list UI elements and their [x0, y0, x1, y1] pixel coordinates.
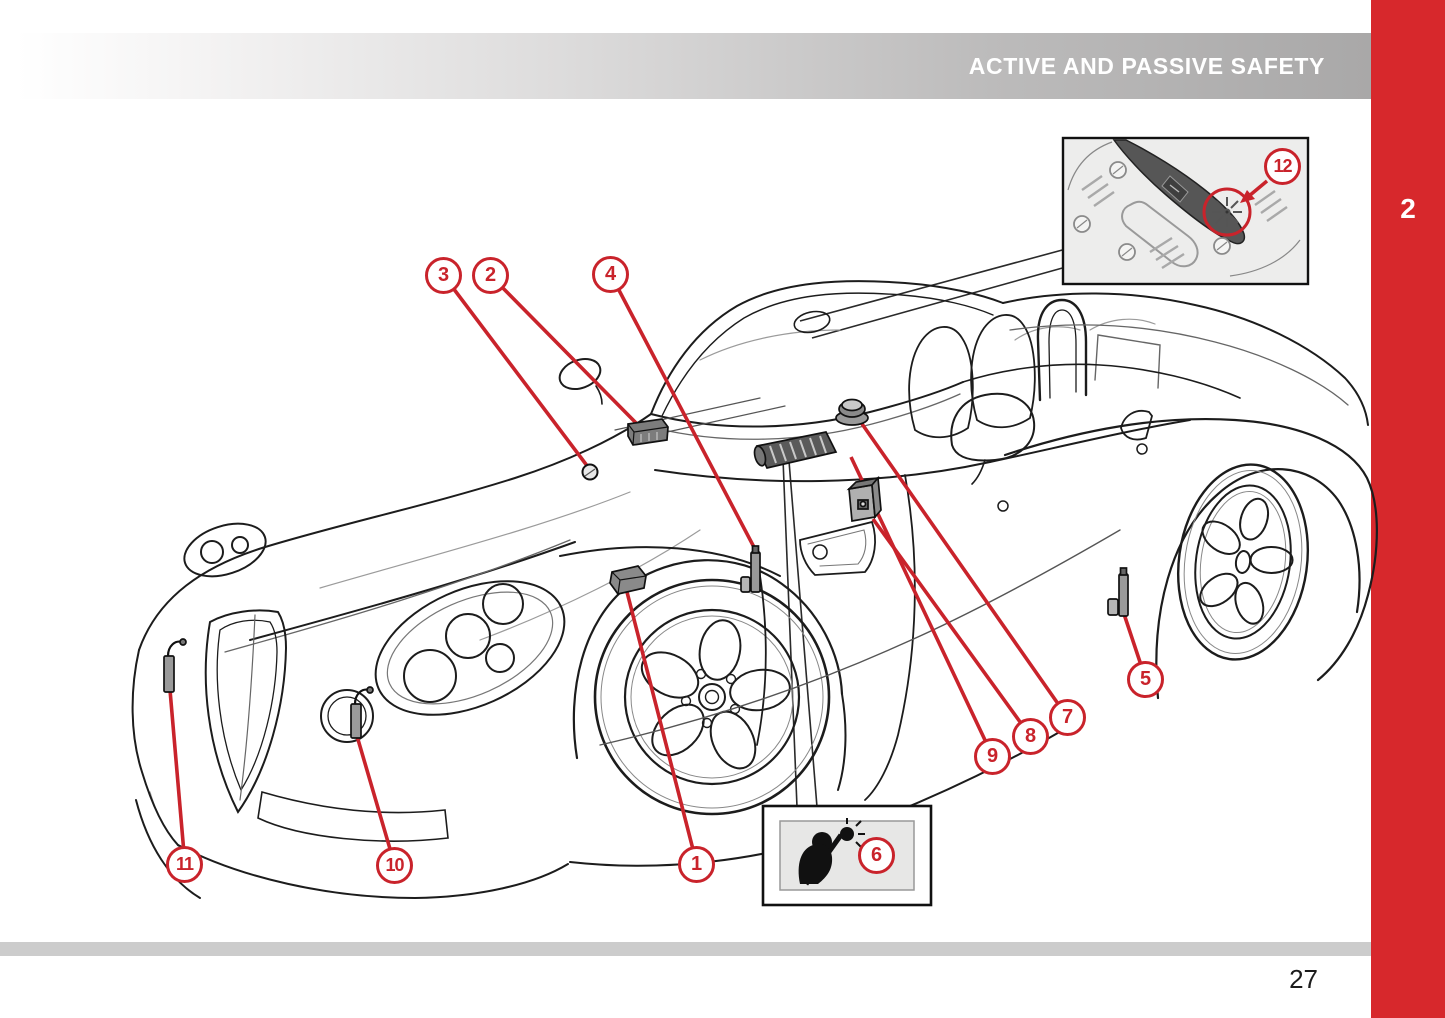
callout-11: 11 [166, 846, 203, 883]
callout-9: 9 [974, 738, 1011, 775]
sensor-4 [740, 545, 761, 593]
callout-12: 12 [1264, 148, 1301, 185]
callout-7: 7 [1049, 699, 1086, 736]
sensor-7 [835, 398, 869, 426]
module-2 [627, 418, 669, 446]
highlight-ring [1202, 187, 1252, 237]
dash-airbag-module [753, 431, 838, 469]
callout-8: 8 [1012, 718, 1049, 755]
sensor-10 [350, 686, 374, 739]
module-8 [846, 475, 882, 522]
arrow-icon [1240, 190, 1255, 203]
callout-6: 6 [858, 837, 895, 874]
callout-10: 10 [376, 847, 413, 884]
front-wheel [593, 578, 831, 816]
car-illustration [131, 280, 1378, 900]
callout-4: 4 [592, 256, 629, 293]
sensor-11 [163, 638, 187, 693]
callout-1: 1 [678, 846, 715, 883]
header-bar: ACTIVE AND PASSIVE SAFETY [16, 33, 1371, 99]
sensor-5 [1107, 567, 1129, 617]
callout-5: 5 [1127, 661, 1164, 698]
sensor-3 [581, 463, 599, 481]
footer-bar [0, 942, 1371, 956]
airbag-warning-icon [798, 818, 865, 886]
callout-2: 2 [472, 257, 509, 294]
callout-3: 3 [425, 257, 462, 294]
airbag-box [761, 804, 933, 907]
callout-lines [168, 274, 1148, 867]
chapter-number: 2 [1400, 193, 1416, 224]
rear-wheel [1176, 463, 1310, 661]
safety-sensors [163, 398, 1129, 739]
page-number: 27 [1289, 964, 1318, 994]
chapter-tab [1371, 0, 1445, 1018]
switch-starburst-icon [1212, 197, 1242, 227]
module-1 [609, 565, 647, 595]
page-title: ACTIVE AND PASSIVE SAFETY [968, 52, 1325, 79]
